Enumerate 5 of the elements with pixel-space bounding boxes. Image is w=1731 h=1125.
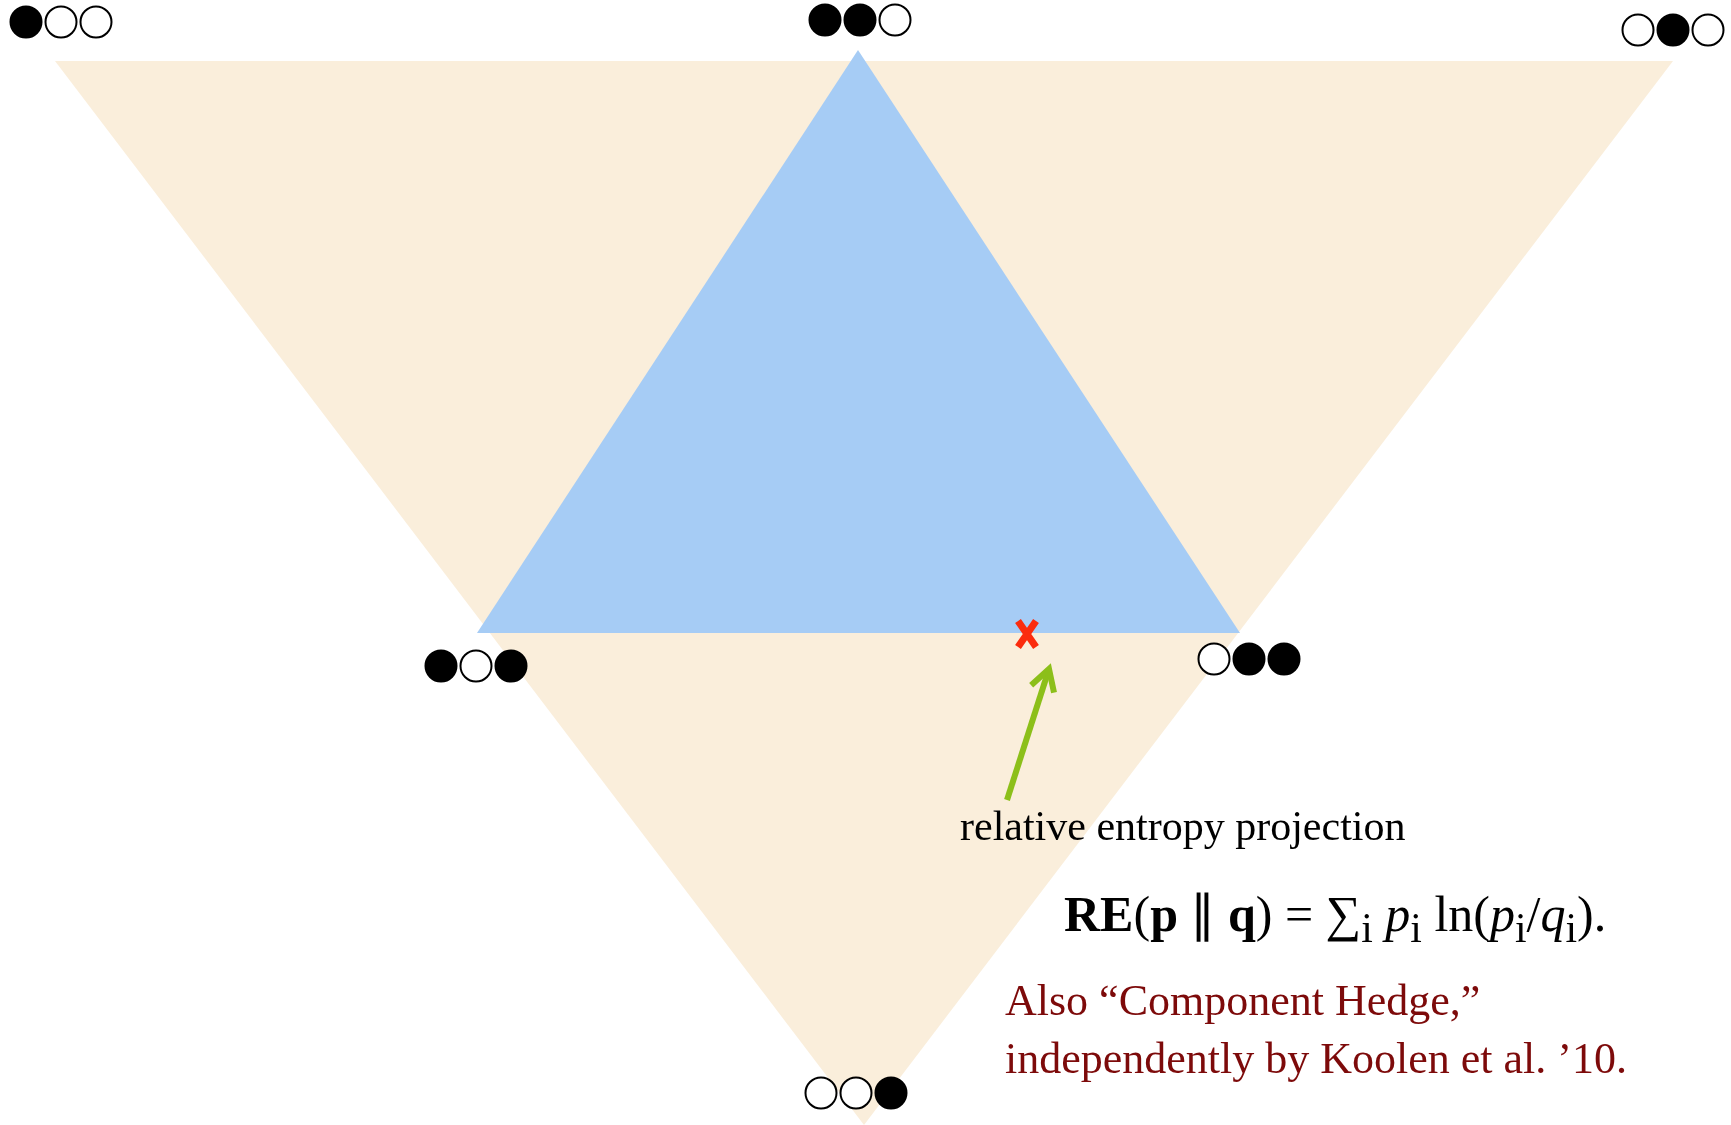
projection-point-marker — [1013, 617, 1041, 651]
note-text: Also “Component Hedge,” independently by Koolen et al. ’10. — [1005, 975, 1628, 1085]
formula: RE(p ∥ q) = ∑$_{i}$ p$_{i}$ ln(p$_{i}$/q$_{i}$). — [1064, 885, 1607, 952]
arrow — [1004, 666, 1057, 801]
annotation-text: relative entropy projection — [960, 800, 1520, 852]
